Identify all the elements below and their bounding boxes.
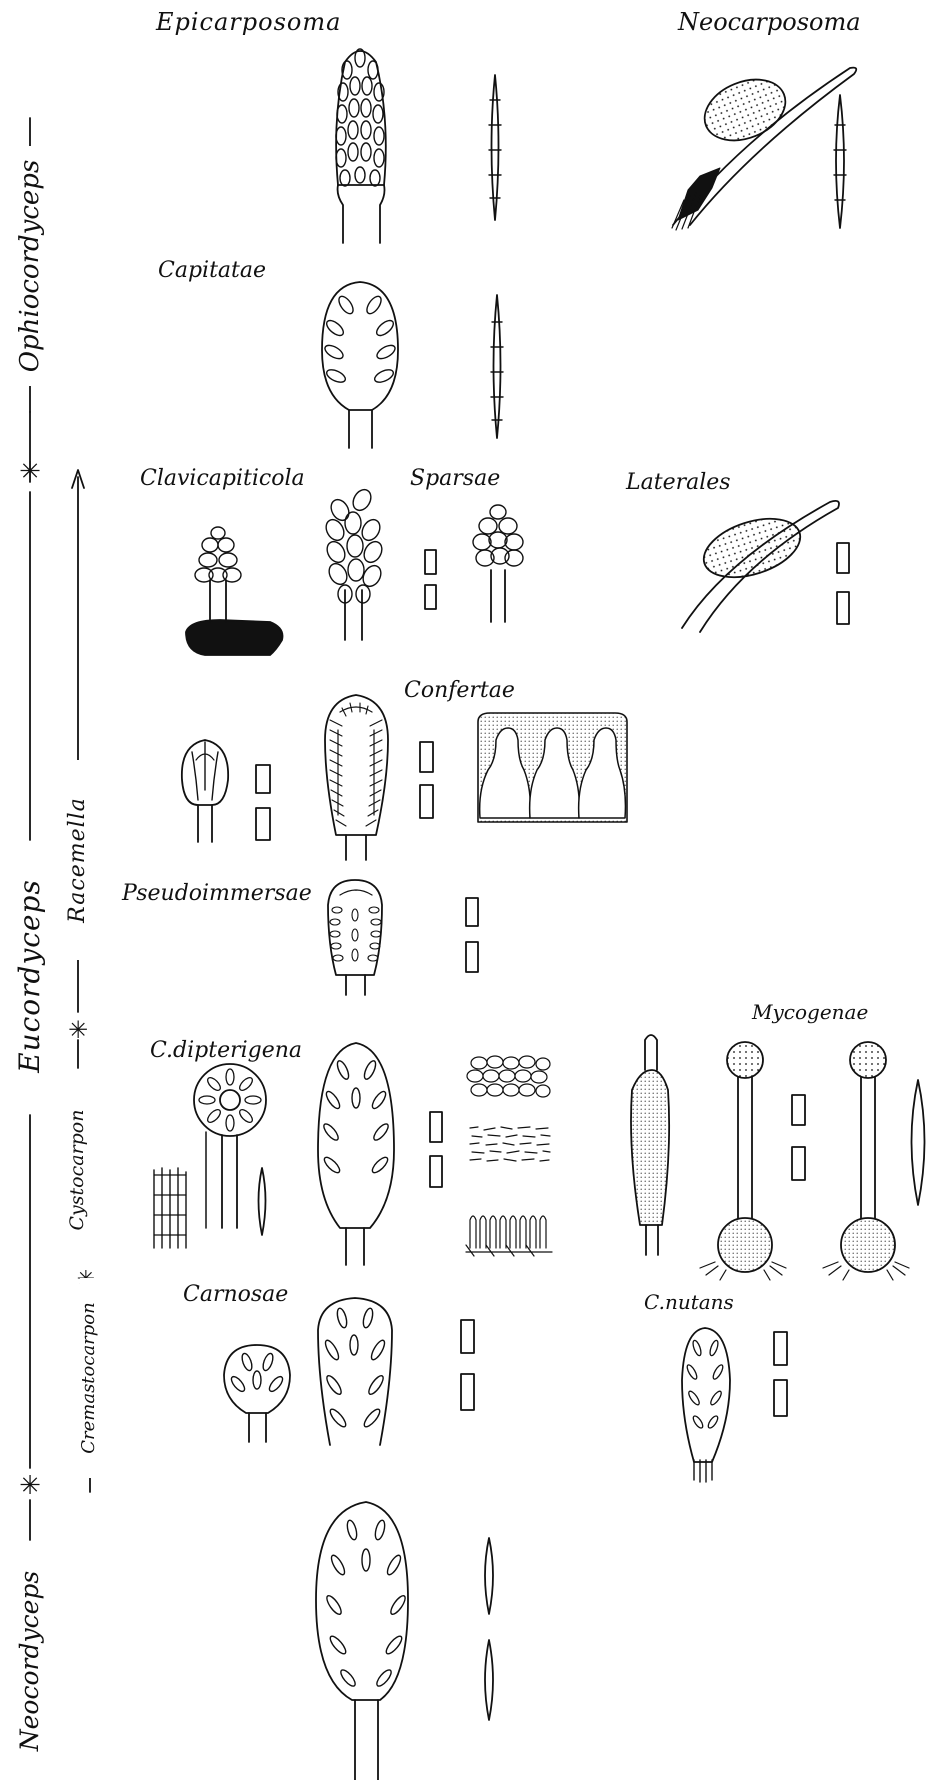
label-cystocarpon: Cystocarpon [68, 1080, 88, 1260]
pseudoimmersae-spores [466, 898, 478, 972]
tissue-hyphae [470, 1127, 550, 1161]
confertae-young-head [182, 740, 228, 842]
label-pseudoimmersae: Pseudoimmersae [122, 883, 312, 905]
label-racemella: Racemella [67, 760, 89, 960]
label-epicarposoma: Epicarposoma [156, 10, 341, 34]
clavicapiticola-host [186, 527, 283, 655]
neocarposoma-ascospore [834, 95, 846, 228]
label-capitatae: Capitatae [158, 260, 266, 282]
mycogenae-spores [792, 1095, 805, 1180]
carnosae-stroma [318, 1298, 392, 1445]
label-mycogenae: Mycogenae [752, 1002, 868, 1022]
label-carnosae: Carnosae [183, 1284, 288, 1306]
capitatae-ascospore [491, 295, 503, 438]
epicarposoma-ascospore [489, 75, 501, 220]
label-sparsae: Sparsae [410, 468, 500, 490]
sparsae-spore-segments [425, 550, 436, 609]
neocordyceps-stroma [316, 1502, 408, 1780]
neocordyceps-ascospores [485, 1538, 493, 1720]
label-c-nutans: C.nutans [644, 1292, 734, 1312]
carnosae-spores [461, 1320, 474, 1410]
dipterigena-head-section [194, 1064, 266, 1235]
pseudoimmersae-stroma [328, 880, 382, 995]
label-neocordyceps: Neocordyceps [17, 1541, 43, 1781]
mycogenae-stroma-2 [823, 1042, 909, 1280]
dipterigena-fusiform-stroma [631, 1035, 669, 1255]
mycogenae-ascospore [912, 1080, 925, 1205]
nutans-spores [774, 1332, 787, 1416]
label-laterales: Laterales [626, 472, 731, 494]
confertae-young-spores [256, 765, 270, 840]
dipterigena-tissue-details [466, 1056, 552, 1256]
clavicapiticola-stroma [323, 486, 386, 640]
nutans-stroma [682, 1328, 730, 1482]
label-cremastocarpon: Cremastocarpon [80, 1278, 100, 1478]
label-clavicapiticola: Clavicapiticola [140, 468, 305, 490]
carnosae-small-stroma [224, 1345, 290, 1442]
capitatae-stroma [322, 282, 398, 448]
confertae-perithecia-section [478, 713, 627, 822]
tissue-palisade [466, 1216, 552, 1256]
laterales-spore-segments [837, 543, 849, 624]
label-eucordyceps: Eucordyceps [16, 856, 44, 1096]
neocarposoma-stroma [672, 68, 856, 230]
confertae-spores [420, 742, 433, 818]
dipterigena-stroma [318, 1043, 394, 1265]
tissue-pseudoparenchyma [467, 1056, 550, 1097]
mycogenae-stroma-1 [700, 1042, 786, 1280]
dipterigena-spores [430, 1112, 442, 1187]
epicarposoma-stroma [336, 49, 386, 243]
label-c-dipterigena: C.dipterigena [150, 1040, 302, 1062]
confertae-stroma [325, 695, 388, 860]
asterisk-divider-1: ✳ [19, 457, 41, 487]
label-confertae: Confertae [404, 680, 515, 702]
label-neocarposoma: Neocarposoma [678, 10, 861, 34]
laterales-stroma [682, 501, 839, 632]
asterisk-divider-2: ✳ [19, 1471, 41, 1501]
dipterigena-cell-column [154, 1168, 186, 1248]
label-ophiocordyceps: Ophiocordyceps [17, 146, 43, 386]
sparsae-stroma [473, 505, 523, 622]
